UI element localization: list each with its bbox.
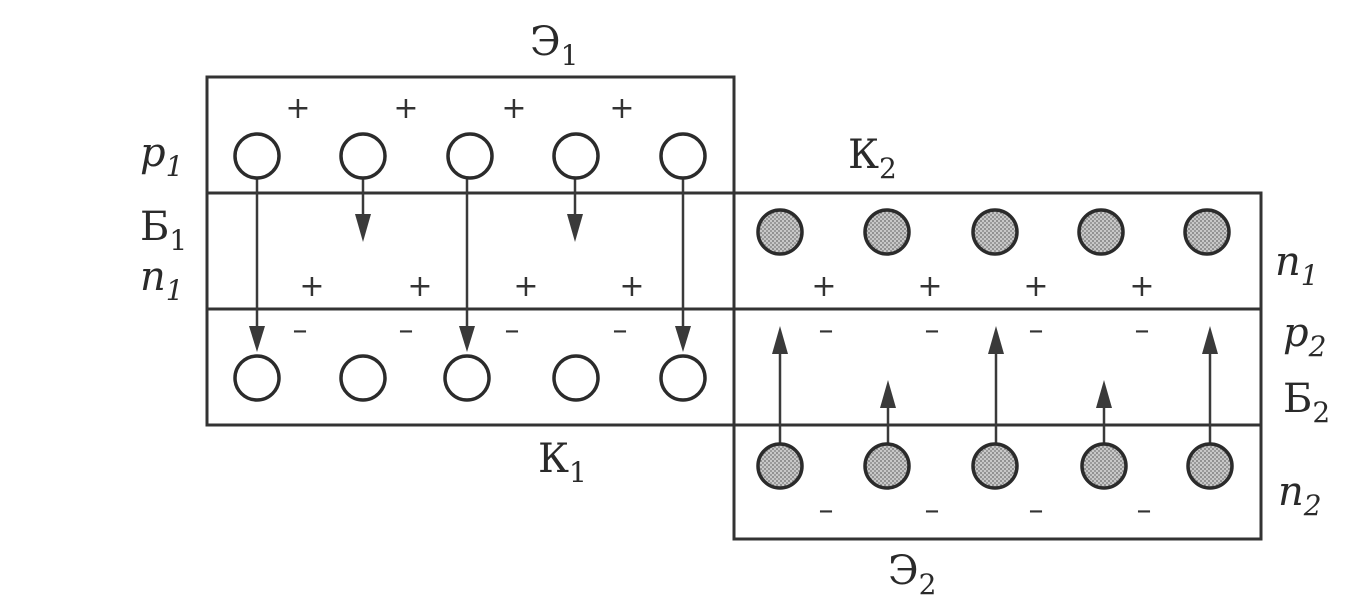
hole-carrier	[233, 354, 281, 402]
electrons-bottom-row	[756, 442, 1234, 490]
hole-carrier	[233, 132, 281, 180]
electron-carrier	[756, 208, 804, 256]
plus-sign: +	[513, 269, 538, 304]
plus-sign: +	[811, 269, 836, 304]
region-n1-left	[205, 191, 736, 311]
plus-sign: +	[501, 91, 526, 126]
hole-carrier	[659, 354, 707, 402]
electron-carrier	[1186, 442, 1234, 490]
label-p2: p2	[1283, 310, 1326, 363]
label-collector-1: К1	[538, 436, 587, 489]
minus-sign: –	[505, 313, 520, 348]
label-emitter-1: Э1	[530, 19, 578, 72]
minus-sign: –	[1137, 493, 1152, 528]
plus-sign: +	[609, 91, 634, 126]
minus-sign: –	[925, 493, 940, 528]
arrowhead-up	[988, 326, 1004, 354]
plus-sign: +	[393, 91, 418, 126]
arrowhead-up	[1096, 380, 1112, 408]
minus-sign: –	[399, 313, 414, 348]
holes-bottom-row	[233, 354, 707, 402]
arrowhead-down	[567, 214, 583, 242]
hole-carrier	[446, 132, 494, 180]
electron-carrier	[863, 208, 911, 256]
electron-carrier	[1183, 208, 1231, 256]
plus-row-n1-right: + + + +	[811, 269, 1154, 304]
electron-injection-arrows	[772, 326, 1218, 450]
minus-sign: –	[819, 313, 834, 348]
electron-carrier	[971, 442, 1019, 490]
hole-carrier	[552, 132, 600, 180]
minus-row-n2: – – – –	[819, 493, 1152, 528]
minus-sign: –	[1135, 313, 1150, 348]
plus-sign: +	[407, 269, 432, 304]
label-base-2: Б2	[1283, 376, 1330, 429]
minus-sign: –	[925, 313, 940, 348]
electron-carrier	[863, 442, 911, 490]
hole-carrier	[659, 132, 707, 180]
electron-carrier	[1080, 442, 1128, 490]
hole-carrier	[552, 354, 600, 402]
electron-carrier	[756, 442, 804, 490]
plus-row-n1-left: + + + +	[299, 269, 644, 304]
plus-sign: +	[619, 269, 644, 304]
arrowhead-up	[1202, 326, 1218, 354]
label-p1: p1	[140, 130, 183, 183]
minus-sign: –	[1029, 313, 1044, 348]
label-collector-2: К2	[848, 132, 897, 185]
arrowhead-up	[880, 380, 896, 408]
plus-sign: +	[1129, 269, 1154, 304]
label-base-1: Б1	[140, 204, 187, 257]
electrons-top-row	[756, 208, 1231, 256]
plus-row-p1: + + + +	[285, 91, 634, 126]
minus-row-p2-right: – – – –	[819, 313, 1150, 348]
hole-injection-arrows	[249, 178, 691, 352]
hole-carrier	[339, 132, 387, 180]
label-n1-left: n1	[140, 254, 184, 307]
arrowhead-down	[675, 326, 691, 352]
region-n2	[732, 423, 1263, 541]
minus-sign: –	[613, 313, 628, 348]
plus-sign: +	[285, 91, 310, 126]
minus-sign: –	[293, 313, 308, 348]
region-p2-right	[732, 307, 1263, 427]
label-n1-right: n1	[1275, 239, 1319, 292]
hole-carrier	[339, 354, 387, 402]
plus-sign: +	[917, 269, 942, 304]
minus-sign: –	[819, 493, 834, 528]
hole-carrier	[443, 354, 491, 402]
label-emitter-2: Э2	[888, 548, 936, 601]
plus-sign: +	[299, 269, 324, 304]
minus-sign: –	[1029, 493, 1044, 528]
arrowhead-up	[772, 326, 788, 354]
arrowhead-down	[459, 326, 475, 352]
label-n2: n2	[1278, 469, 1322, 522]
minus-row-p2-left: – – – –	[293, 313, 628, 348]
arrowhead-down	[249, 326, 265, 352]
electron-carrier	[1077, 208, 1125, 256]
holes-top-row	[233, 132, 707, 180]
electron-carrier	[971, 208, 1019, 256]
plus-sign: +	[1023, 269, 1048, 304]
arrowhead-down	[355, 214, 371, 242]
